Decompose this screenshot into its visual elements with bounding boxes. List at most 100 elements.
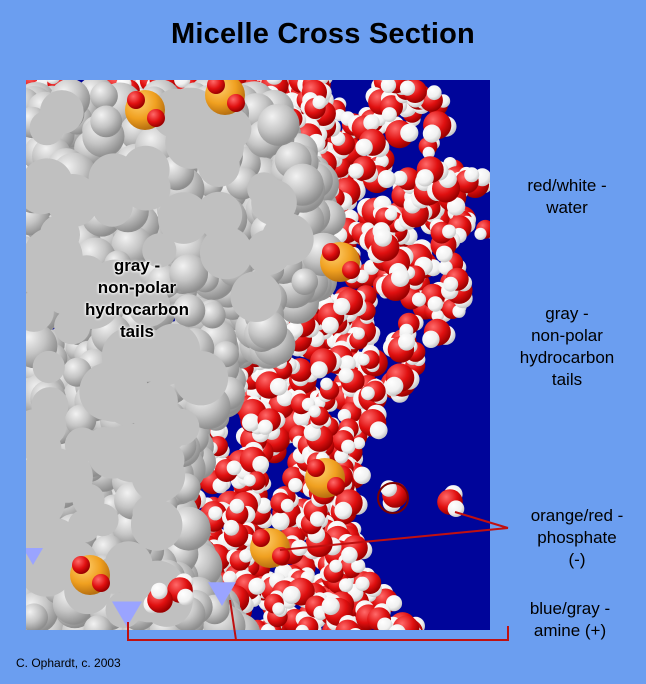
water-molecule	[422, 111, 457, 143]
water-molecule	[310, 348, 342, 379]
water-molecule	[367, 603, 393, 630]
water-molecule	[429, 218, 457, 244]
hydrocarbon-atom	[26, 603, 48, 630]
hydrocarbon-atom	[83, 615, 113, 630]
label-tails-line-4: tails	[551, 370, 583, 389]
water-molecule	[333, 288, 367, 317]
water-molecule	[375, 268, 411, 302]
inner-label-line-1: gray -	[113, 256, 161, 275]
water-molecule	[398, 312, 424, 338]
phosphate-oxygen	[227, 94, 245, 112]
hydrocarbon-atom	[26, 475, 66, 529]
water-molecule	[334, 489, 368, 520]
water-molecule	[392, 167, 420, 195]
water-molecule	[337, 402, 364, 425]
highlighted-water-molecule	[377, 482, 409, 514]
label-amine-line-2: amine (+)	[533, 621, 607, 640]
hydrocarbon-atom	[54, 308, 91, 345]
phosphate-oxygen	[342, 261, 360, 279]
water-molecule	[504, 66, 528, 91]
hydrocarbon-atom	[137, 401, 189, 454]
label-phosphate-line-1: orange/red -	[530, 506, 624, 525]
hydrocarbon-atom	[199, 302, 226, 329]
phosphate-pointer-line	[279, 527, 509, 551]
inner-label-line-4: tails	[119, 322, 155, 341]
amine-pointer-line	[229, 599, 237, 641]
water-molecule	[223, 519, 249, 551]
amine-group	[26, 548, 43, 565]
phosphate-oxygen	[272, 547, 290, 565]
water-molecule	[422, 318, 456, 348]
hydrocarbon-atom	[173, 351, 229, 406]
hydrocarbon-atom	[86, 503, 119, 537]
hydrocarbon-atom	[261, 213, 314, 266]
phosphate-pointer-line	[454, 511, 509, 529]
hydrocarbon-atom	[39, 90, 84, 134]
label-water: red/white - water	[497, 175, 637, 219]
label-amine-line-1: blue/gray -	[529, 599, 611, 618]
water-molecule	[243, 471, 266, 494]
hydrocarbon-atom	[33, 257, 81, 305]
water-molecule	[474, 219, 490, 240]
water-molecule	[389, 615, 422, 630]
label-phosphate-line-3: (-)	[568, 550, 586, 569]
water-molecule	[372, 206, 398, 227]
water-molecule	[143, 582, 173, 614]
water-molecule	[330, 131, 355, 160]
hydrocarbon-atom	[162, 87, 220, 145]
water-molecule	[319, 559, 344, 583]
hydrocarbon-atom	[26, 291, 54, 332]
water-molecule	[290, 389, 316, 415]
water-molecule	[308, 405, 329, 429]
hydrocarbon-atom	[91, 185, 133, 227]
water-molecule	[255, 366, 288, 399]
hydrocarbon-atom	[88, 259, 142, 313]
water-molecule	[270, 488, 295, 514]
water-molecule	[300, 95, 327, 119]
water-molecule	[167, 573, 194, 606]
water-molecule	[332, 426, 356, 454]
amine-group	[112, 601, 142, 627]
water-molecule	[367, 228, 400, 264]
water-molecule	[385, 363, 420, 396]
hydrocarbon-atom	[90, 105, 123, 138]
phosphate-oxygen	[327, 477, 345, 495]
phosphate-oxygen	[147, 109, 165, 127]
phosphate-oxygen	[207, 80, 225, 94]
amine-pointer-line	[127, 622, 509, 641]
label-tails-line-2: non-polar	[531, 326, 603, 345]
water-molecule	[338, 367, 365, 397]
water-molecule	[348, 156, 379, 183]
water-molecule	[257, 408, 286, 435]
hydrocarbon-atom	[122, 145, 170, 194]
water-molecule	[443, 267, 473, 292]
water-molecule	[526, 84, 549, 108]
label-tails-line-3: hydrocarbon	[519, 348, 615, 367]
hydrocarbon-atom	[39, 547, 75, 583]
water-molecule	[226, 549, 253, 571]
water-molecule	[382, 333, 416, 363]
hydrocarbon-atom	[230, 271, 282, 322]
phosphate-oxygen	[252, 529, 270, 547]
water-molecule	[357, 350, 380, 373]
water-molecule	[282, 577, 318, 609]
hydrocarbon-atom	[32, 350, 65, 384]
water-molecule	[358, 404, 388, 440]
water-molecule	[361, 380, 388, 405]
hydrocarbon-atom	[251, 179, 297, 226]
water-molecule	[295, 616, 322, 630]
hydrocarbon-atom	[26, 409, 60, 460]
water-molecule	[380, 480, 408, 512]
hydrocarbon-atom	[169, 254, 209, 294]
water-molecule	[355, 128, 390, 158]
water-molecule	[239, 441, 270, 473]
phosphate-oxygen	[322, 243, 340, 261]
water-molecule	[212, 456, 242, 482]
phosphate-oxygen	[92, 574, 110, 592]
hydrocarbon-atom	[157, 192, 210, 244]
phosphate-oxygen	[307, 459, 325, 477]
water-molecule	[335, 615, 361, 630]
figure-title: Micelle Cross Section	[171, 18, 475, 50]
